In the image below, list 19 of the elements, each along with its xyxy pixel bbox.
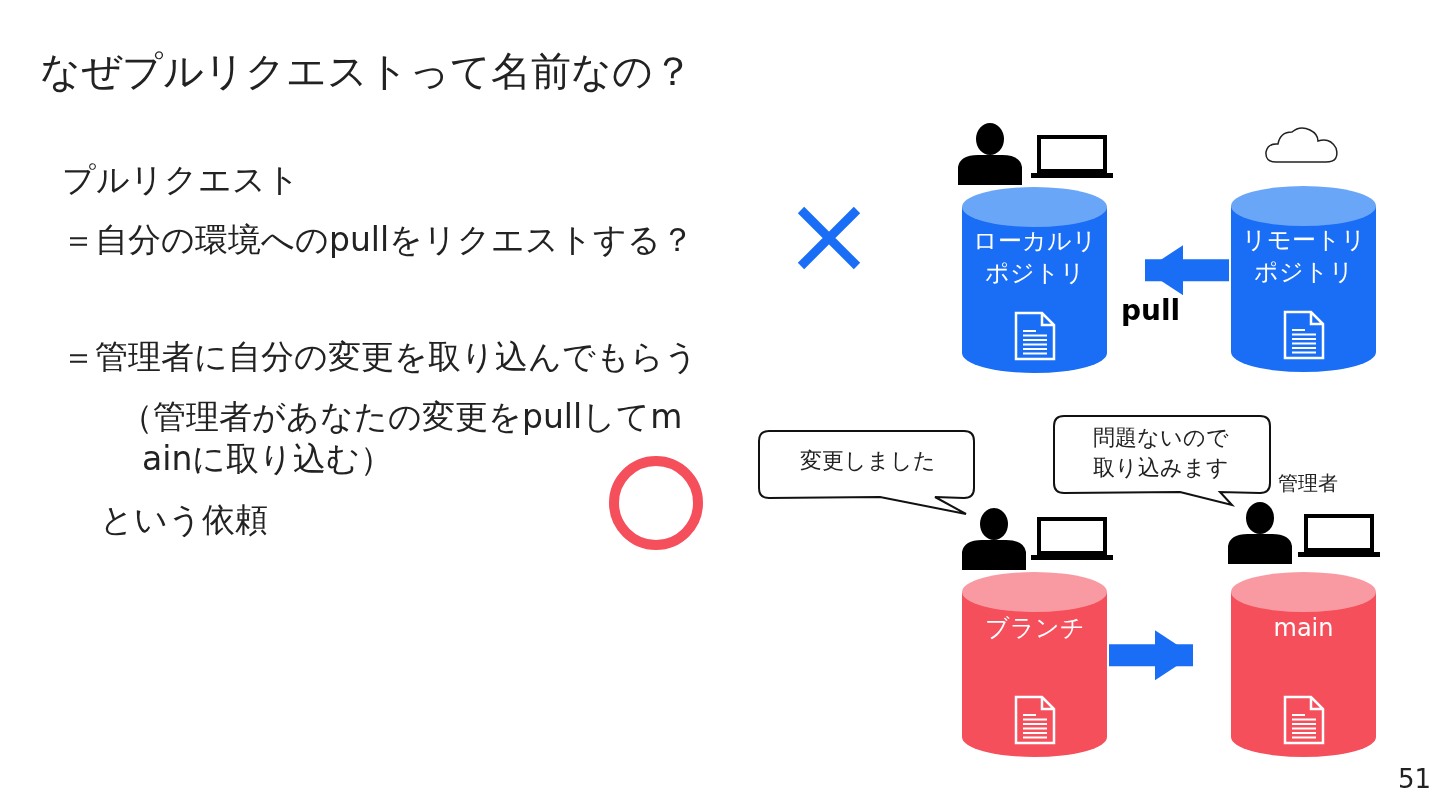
text-line: プルリクエスト	[62, 159, 300, 201]
text-line: ＝自分の環境へのpullをリクエストする？	[62, 219, 695, 261]
text-paragraph: （管理者があなたの変更をpullしてmainに取り込む）	[120, 396, 684, 480]
speech-bubble	[1053, 415, 1272, 507]
slide-title: なぜプルリクエストって名前なの？	[40, 47, 693, 96]
speech-text: 変更しました	[799, 447, 937, 475]
text-line: という依頼	[100, 499, 268, 541]
speech-bubble	[758, 430, 976, 516]
repository-name: main	[1272, 613, 1335, 644]
repository-name: ブランチ	[983, 613, 1086, 644]
block-arrow	[1145, 245, 1229, 296]
repository-name: ローカルリポジトリ	[971, 226, 1098, 289]
speech-text: 問題ないので取り込みます	[1092, 424, 1230, 482]
repository-name: リモートリポジトリ	[1240, 225, 1367, 288]
edge-label: pull	[1121, 294, 1181, 328]
text-line: 管理者	[1278, 470, 1338, 497]
text-line: ＝管理者に自分の変更を取り込んでもらう	[62, 336, 698, 378]
block-arrow	[1109, 630, 1193, 681]
page-number: 51	[1398, 764, 1432, 794]
